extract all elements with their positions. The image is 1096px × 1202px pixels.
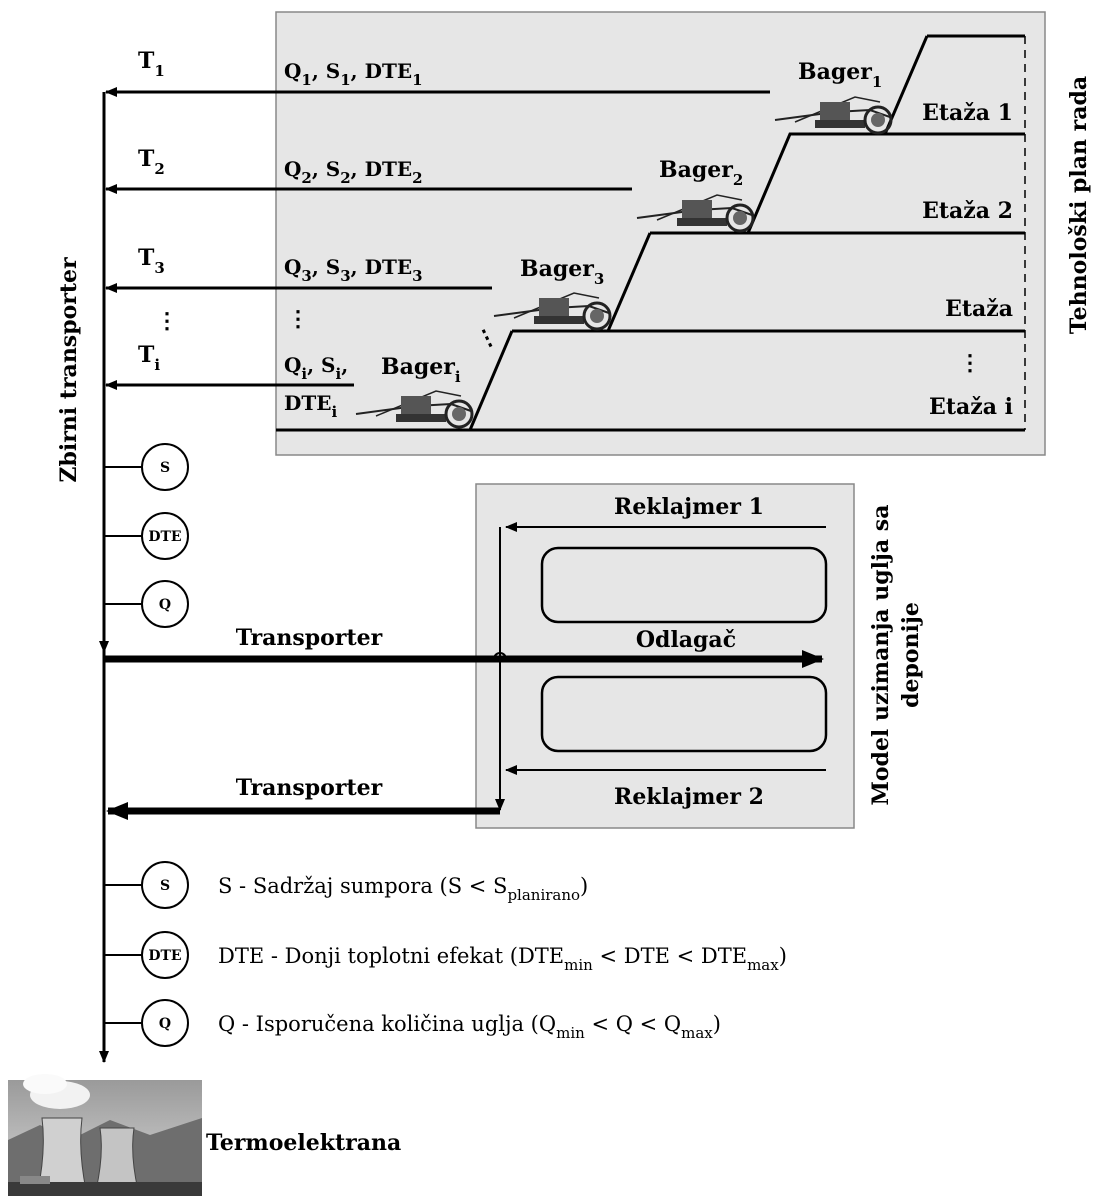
etaza-2-label: Etaža 2 <box>922 198 1013 224</box>
t2-label: T2 <box>138 146 165 178</box>
deponija-title-line1: Model uzimanja uglja sa <box>868 505 894 806</box>
svg-text:S: S <box>160 460 170 476</box>
reklajmer-1-label: Reklajmer 1 <box>614 494 764 520</box>
power-plant-image <box>8 1074 202 1196</box>
t-dots: ⋮ <box>156 308 178 334</box>
dte-circle-legend: DTE <box>104 932 188 978</box>
etaza-i-label: Etaža i <box>929 394 1013 420</box>
reklajmer-2-label: Reklajmer 2 <box>614 784 764 810</box>
legend-q-text: Q - Isporučena količina uglja (Qmin < Q … <box>218 1012 721 1042</box>
deponija-title-line2: deponije <box>898 602 924 708</box>
ti-label: Ti <box>138 342 160 374</box>
legend-s-text: S - Sadržaj sumpora (S < Splanirano) <box>218 874 588 904</box>
odlagac-label: Odlagač <box>636 627 736 653</box>
transporter-label-1: Transporter <box>236 625 383 651</box>
transporter-label-2: Transporter <box>236 775 383 801</box>
etaza-1-label: Etaža 1 <box>922 100 1013 126</box>
plan-title: Tehnološki plan rada <box>1066 76 1092 334</box>
svg-text:Q: Q <box>159 1016 171 1032</box>
svg-text:DTE: DTE <box>148 948 181 964</box>
svg-text:DTE: DTE <box>148 529 181 545</box>
collector-title: Zbirni transporter <box>56 257 82 483</box>
qsdte-dots: ⋮ <box>287 306 309 332</box>
svg-text:Q: Q <box>159 597 171 613</box>
etaza-dots: ⋮ <box>959 350 981 376</box>
s-circle-top: S <box>104 444 188 490</box>
legend-dte-text: DTE - Donji toplotni efekat (DTEmin < DT… <box>218 944 787 974</box>
q-circle-legend: Q <box>104 1000 188 1046</box>
s-circle-legend: S <box>104 862 188 908</box>
termoelektrana-label: Termoelektrana <box>206 1130 401 1156</box>
t1-label: T1 <box>138 48 165 80</box>
t3-label: T3 <box>138 245 165 277</box>
q-circle-top: Q <box>104 581 188 627</box>
svg-text:S: S <box>160 878 170 894</box>
dte-circle-top: DTE <box>104 513 188 559</box>
etaza-label: Etaža <box>945 296 1013 322</box>
